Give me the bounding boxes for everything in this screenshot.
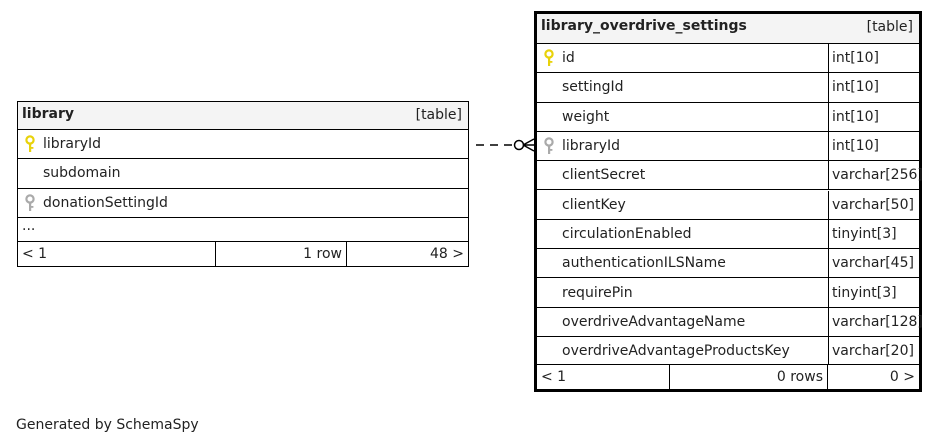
column-type: varchar[45] bbox=[828, 249, 919, 278]
column-name: donationSettingId bbox=[43, 194, 168, 211]
column-type: int[10] bbox=[828, 131, 919, 161]
zero-cardinality-circle bbox=[513, 139, 525, 151]
table-kind: [table] bbox=[866, 19, 913, 35]
column-name: overdriveAdvantageProductsKey bbox=[562, 343, 790, 360]
footer-row-count: 1 row bbox=[215, 242, 346, 266]
column-row-weight[interactable]: weight int[10] bbox=[537, 102, 919, 132]
column-name: clientSecret bbox=[562, 167, 646, 184]
generated-by-caption: Generated by SchemaSpy bbox=[16, 417, 199, 433]
column-row-overdriveAdvantageName[interactable]: overdriveAdvantageName varchar[128] bbox=[537, 307, 923, 337]
column-row-id[interactable]: id int[10] bbox=[537, 44, 919, 74]
foreign-key-icon bbox=[25, 193, 35, 216]
column-type: varchar[256] bbox=[828, 161, 923, 190]
column-row-authenticationILSName[interactable]: authenticationILSName varchar[45] bbox=[537, 249, 919, 279]
column-name: subdomain bbox=[43, 165, 121, 182]
table-library[interactable]: library [table] libraryId subdomain donati… bbox=[17, 101, 469, 267]
column-type: varchar[20] bbox=[828, 337, 919, 366]
column-type: varchar[50] bbox=[828, 190, 919, 219]
column-name: clientKey bbox=[562, 196, 626, 213]
column-row-clientKey[interactable]: clientKey varchar[50] bbox=[537, 190, 919, 220]
column-name: weight bbox=[562, 108, 610, 125]
column-name: id bbox=[562, 50, 575, 67]
column-row-libraryId[interactable]: libraryId bbox=[18, 130, 468, 160]
column-row-libraryId[interactable]: libraryId int[10] bbox=[537, 131, 919, 162]
column-type: int[10] bbox=[828, 44, 919, 73]
column-name: authenticationILSName bbox=[562, 255, 726, 272]
column-row-donationSettingId[interactable]: donationSettingId bbox=[18, 189, 468, 217]
footer-row-count: 0 rows bbox=[669, 365, 827, 389]
table-header: library_overdrive_settings [table] bbox=[537, 14, 919, 44]
column-name: circulationEnabled bbox=[562, 225, 692, 242]
column-type: int[10] bbox=[828, 73, 919, 102]
table-name: library bbox=[22, 106, 75, 122]
table-header: library [table] bbox=[18, 102, 468, 130]
column-type: tinyint[3] bbox=[828, 278, 919, 307]
column-name: libraryId bbox=[43, 136, 102, 153]
column-row-circulationEnabled[interactable]: circulationEnabled tinyint[3] bbox=[537, 219, 919, 250]
column-row-overdriveAdvantageProductsKey[interactable]: overdriveAdvantageProductsKey varchar[20] bbox=[537, 337, 919, 366]
more-columns-ellipsis: ... bbox=[22, 218, 36, 234]
column-type: int[10] bbox=[828, 102, 919, 131]
footer-parents: < 1 bbox=[541, 369, 567, 385]
column-row-clientSecret[interactable]: clientSecret varchar[256] bbox=[537, 161, 923, 191]
column-type: varchar[128] bbox=[828, 307, 923, 336]
column-name: libraryId bbox=[562, 138, 621, 155]
footer-parents: < 1 bbox=[22, 246, 48, 262]
table-name: library_overdrive_settings bbox=[541, 18, 747, 34]
ellipsis-row: ... bbox=[18, 217, 468, 242]
column-name: settingId bbox=[562, 79, 624, 96]
foreign-key-icon bbox=[544, 137, 554, 159]
many-cardinality-crowfoot bbox=[522, 138, 535, 152]
primary-key-icon bbox=[25, 135, 35, 157]
column-name: overdriveAdvantageName bbox=[562, 313, 746, 330]
primary-key-icon bbox=[544, 49, 554, 71]
column-row-settingId[interactable]: settingId int[10] bbox=[537, 73, 919, 103]
column-name: requirePin bbox=[562, 284, 633, 301]
table-kind: [table] bbox=[415, 107, 462, 123]
footer-children: 48 > bbox=[346, 242, 468, 266]
table-footer: < 1 0 rows 0 > bbox=[537, 364, 919, 389]
footer-children: 0 > bbox=[827, 365, 919, 389]
column-type: tinyint[3] bbox=[828, 219, 919, 249]
table-library-overdrive-settings[interactable]: library_overdrive_settings [table] id int… bbox=[534, 11, 923, 392]
table-footer: < 1 1 row 48 > bbox=[18, 242, 468, 266]
column-row-subdomain[interactable]: subdomain bbox=[18, 159, 468, 189]
column-row-requirePin[interactable]: requirePin tinyint[3] bbox=[537, 278, 919, 308]
